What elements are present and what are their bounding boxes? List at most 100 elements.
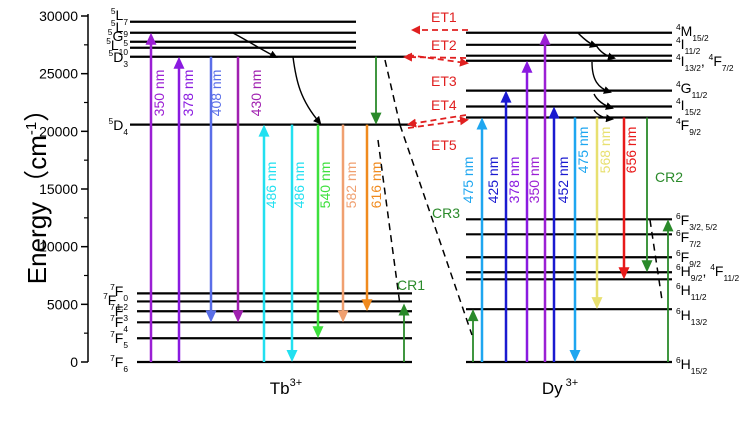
transition-label: 540 nm bbox=[317, 162, 333, 209]
nonradiative-relaxation-arrow bbox=[577, 32, 598, 48]
tb-transitions: 350 nm 378 nm 408 nm 430 nm 486 nm 486 nm 540 … bbox=[145, 32, 384, 362]
cr-dashed-connector bbox=[649, 219, 663, 301]
arrowhead-icon bbox=[361, 299, 373, 312]
level-label: 7F0 bbox=[110, 282, 128, 303]
level-label: 7F1,2 bbox=[103, 291, 128, 312]
transition-label: 430 nm bbox=[248, 70, 264, 117]
level-label: 5L7 bbox=[111, 6, 128, 27]
level-label: 4I15/2 bbox=[676, 96, 701, 117]
cr-dashed-connector bbox=[377, 139, 401, 306]
level-label: 6H13/2 bbox=[676, 306, 707, 327]
transition-label: 486 nm bbox=[263, 162, 279, 209]
energy-transfer-arrow bbox=[407, 54, 469, 67]
y-axis-label: Energy （cm-1） bbox=[22, 96, 52, 284]
y-tick-label: 10000 bbox=[39, 239, 78, 255]
et-label: ET4 bbox=[431, 97, 457, 113]
y-tick-label: 5000 bbox=[47, 296, 78, 312]
cr-dashed-connector bbox=[399, 124, 473, 336]
et-label: ET2 bbox=[431, 37, 457, 53]
level-label: 6H11/2 bbox=[676, 281, 707, 302]
level-label: 5L9 bbox=[111, 18, 128, 39]
transition-label: 656 nm bbox=[623, 127, 639, 174]
level-label: 4F9/2 bbox=[676, 116, 701, 137]
arrowhead-icon bbox=[569, 350, 581, 362]
transition-label: 582 nm bbox=[343, 162, 359, 209]
arrowhead-icon bbox=[662, 219, 674, 232]
y-tick-label: 0 bbox=[70, 354, 78, 370]
et-label: ET1 bbox=[431, 9, 457, 25]
transition-label: 350 nm bbox=[526, 157, 542, 204]
level-label: 5D4 bbox=[109, 116, 129, 137]
arrowhead-icon bbox=[500, 90, 512, 103]
y-axis: 0 5000 10000 15000 20000 25000 30000 bbox=[39, 8, 89, 370]
level-label: 7F5 bbox=[110, 329, 128, 350]
transition-label: 378 nm bbox=[506, 157, 522, 204]
y-axis-unit-exponent: -1 bbox=[23, 122, 40, 135]
arrowhead-icon bbox=[370, 112, 382, 125]
arrowhead-icon bbox=[548, 106, 560, 119]
y-axis-unit: （cm bbox=[22, 135, 52, 196]
y-axis-label-text: Energy bbox=[22, 202, 52, 284]
arrowhead-icon bbox=[173, 56, 185, 69]
transition-label: 475 nm bbox=[460, 157, 476, 204]
arrowhead-icon bbox=[521, 60, 533, 73]
arrowhead-icon bbox=[618, 267, 630, 280]
transition-label: 425 nm bbox=[485, 157, 501, 204]
arrowhead-icon bbox=[539, 32, 551, 45]
transition-label: 616 nm bbox=[368, 162, 384, 209]
tb-ion-charge: 3+ bbox=[290, 377, 303, 389]
transition-label: 452 nm bbox=[555, 157, 571, 204]
level-label: 6F7/2 bbox=[676, 228, 701, 249]
arrowhead-icon bbox=[467, 309, 479, 322]
y-tick-label: 30000 bbox=[39, 8, 78, 24]
arrowhead-icon bbox=[286, 350, 298, 362]
y-axis-unit-close: ） bbox=[22, 96, 52, 122]
et-label: ET3 bbox=[431, 73, 457, 89]
level-label: 6F3/2, 5/2 bbox=[676, 211, 718, 232]
nonradiative-relaxation-arrow bbox=[593, 109, 614, 123]
level-label: 4G11/2 bbox=[676, 79, 708, 100]
arrowhead-icon bbox=[337, 310, 349, 323]
arrowhead-icon bbox=[205, 310, 217, 323]
arrowhead-icon bbox=[641, 260, 653, 273]
tb-ion-label: Tb3+ bbox=[270, 377, 302, 398]
level-label: 6F9/2 bbox=[676, 248, 701, 269]
level-label: 4I13/2, 4F7/2 bbox=[676, 52, 734, 73]
tb-ion-name: Tb bbox=[270, 379, 290, 398]
nonradiative-relaxation-arrow bbox=[292, 56, 322, 125]
y-tick-label: 15000 bbox=[39, 181, 78, 197]
energy-transfer-arrow bbox=[407, 116, 469, 129]
transition-label: 350 nm bbox=[151, 70, 167, 117]
level-label: 7F3 bbox=[110, 302, 128, 323]
dy-ion-name: Dy bbox=[542, 379, 563, 398]
arrowhead-icon bbox=[312, 326, 324, 339]
energy-transfer-arrow bbox=[407, 114, 467, 128]
cr-dashed-connector bbox=[384, 59, 401, 126]
arrowhead-icon bbox=[232, 310, 244, 323]
y-tick-label: 25000 bbox=[39, 66, 78, 82]
level-label: 5G5 bbox=[108, 27, 129, 48]
level-label: 6H15/2 bbox=[676, 355, 707, 376]
level-label: 5L10 bbox=[106, 36, 128, 57]
level-label: 6H9/2, 4F11/2 bbox=[676, 262, 739, 283]
cr-label: CR2 bbox=[655, 169, 683, 185]
transition-label: 378 nm bbox=[180, 70, 196, 117]
transition-label: 486 nm bbox=[291, 162, 307, 209]
transition-label: 408 nm bbox=[208, 70, 224, 117]
level-label: 5D3 bbox=[109, 48, 129, 69]
dy-ion-charge: 3+ bbox=[566, 377, 579, 389]
level-label: 7F6 bbox=[110, 353, 128, 374]
arrowhead-icon bbox=[591, 297, 603, 310]
y-tick-label: 20000 bbox=[39, 123, 78, 139]
nonradiative-relaxation-arrow bbox=[232, 32, 278, 58]
transition-label: 475 nm bbox=[575, 127, 591, 174]
transition-label: 568 nm bbox=[597, 127, 613, 174]
nonradiative-relaxation-arrow bbox=[591, 61, 612, 94]
arrowhead-icon bbox=[145, 32, 157, 45]
